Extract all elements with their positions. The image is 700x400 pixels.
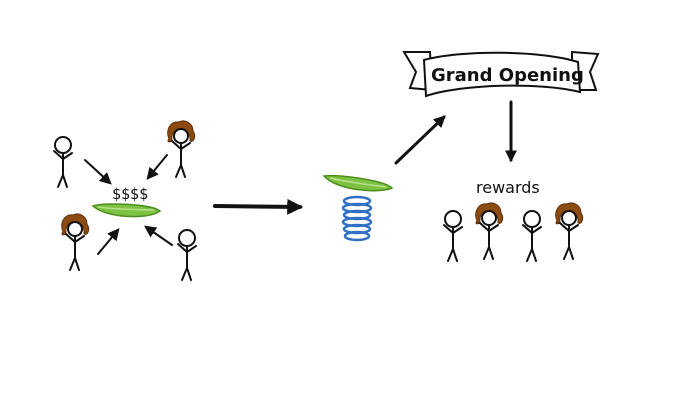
person-top-left [53, 136, 73, 188]
banner-label: Grand Opening [431, 65, 584, 86]
reward-person-1 [443, 210, 463, 262]
person-bottom-left [60, 213, 90, 271]
reward-person-4 [554, 202, 584, 260]
main-arrow [213, 198, 304, 215]
rewards-label: rewards [476, 178, 540, 197]
green-plate-icon [91, 203, 162, 218]
grand-opening-banner: Grand Opening [402, 50, 600, 98]
arrow-from-bottom-right [144, 225, 173, 246]
person-top-right [166, 120, 196, 178]
reward-person-2 [474, 202, 504, 260]
reward-person-3 [522, 210, 542, 262]
arrow-from-top-right [146, 154, 168, 180]
person-bottom-right [177, 229, 197, 281]
money-label: $$$$ [112, 185, 148, 203]
spring-icon [341, 195, 373, 242]
arrow-from-top-left [84, 159, 112, 185]
arrow-to-banner [394, 115, 446, 165]
plate-on-spring-icon [322, 174, 394, 192]
arrow-from-bottom-left [97, 228, 120, 255]
